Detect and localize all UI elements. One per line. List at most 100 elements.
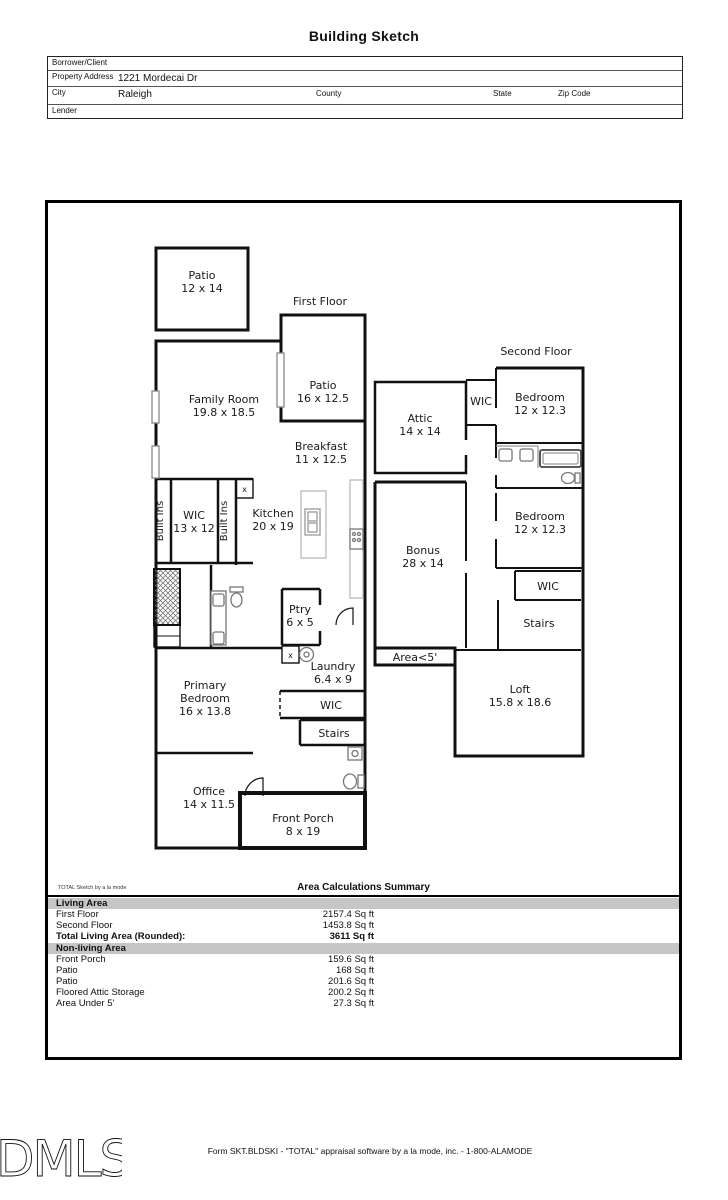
row-value: 159.6 Sq ft bbox=[328, 954, 374, 965]
footer-form-text: Form SKT.BLDSKI - "TOTAL" appraisal soft… bbox=[207, 1146, 533, 1156]
room-dims-patio1: 12 x 14 bbox=[181, 282, 223, 295]
second-floor-outline bbox=[453, 366, 585, 758]
powder-room-fixtures bbox=[342, 746, 365, 790]
property-address-value: 1221 Mordecai Dr bbox=[118, 73, 198, 84]
table-row: Floored Attic Storage 200.2 Sq ft bbox=[48, 987, 679, 998]
room-label-wic-second-top: WIC bbox=[470, 395, 492, 408]
room-label-stairs-hall: Stairs bbox=[318, 727, 350, 740]
patio2-outline bbox=[279, 313, 367, 423]
stove-icon bbox=[349, 528, 364, 550]
attic-outline bbox=[373, 380, 468, 475]
second-floor-label: Second Floor bbox=[500, 345, 572, 358]
sink-icon bbox=[212, 631, 225, 645]
row-label: Floored Attic Storage bbox=[56, 987, 145, 998]
row-label: Patio bbox=[56, 965, 78, 976]
table-row: Second Floor 1453.8 Sq ft bbox=[48, 920, 679, 931]
table-row: Patio 168 Sq ft bbox=[48, 965, 679, 976]
room-dims-attic: 14 x 14 bbox=[399, 425, 441, 438]
room-dims-office: 14 x 11.5 bbox=[183, 798, 235, 811]
floor-plan-drawing: First Floor Second Floor Patio 12 x 14 P… bbox=[151, 246, 585, 850]
row-label: First Floor bbox=[56, 909, 99, 920]
row-value: 2157.4 Sq ft bbox=[322, 909, 374, 920]
bathroom1-fixtures bbox=[210, 586, 244, 646]
zip-label: Zip Code bbox=[558, 89, 591, 98]
borrower-label: Borrower/Client bbox=[52, 58, 108, 67]
room-dims-family-room: 19.8 x 18.5 bbox=[193, 406, 256, 419]
room-label-kitchen: Kitchen bbox=[252, 507, 293, 520]
area-calculations-summary: TOTAL Sketch by a la mode Area Calculati… bbox=[48, 879, 679, 1009]
first-floor-walls bbox=[154, 246, 367, 850]
toilet-icon bbox=[229, 586, 244, 593]
room-label-built-ins-left: Built Ins bbox=[155, 501, 166, 541]
first-floor-label: First Floor bbox=[293, 295, 347, 308]
door-arc bbox=[244, 777, 264, 797]
room-label-patio2: Patio bbox=[310, 379, 337, 392]
sketch-area: First Floor Second Floor Patio 12 x 14 P… bbox=[45, 200, 682, 1060]
room-dims-bedroom-top: 12 x 12.3 bbox=[514, 404, 566, 417]
lender-label: Lender bbox=[52, 106, 77, 115]
table-row: Front Porch 159.6 Sq ft bbox=[48, 954, 679, 965]
second-floor-fixtures bbox=[496, 445, 582, 485]
sink-icon bbox=[498, 448, 513, 462]
laundry-washer-icon bbox=[298, 646, 315, 663]
county-label: County bbox=[316, 89, 342, 98]
room-label-patio1: Patio bbox=[189, 269, 216, 282]
page-title: Building Sketch bbox=[308, 28, 420, 44]
room-dims-breakfast: 11 x 12.5 bbox=[295, 453, 347, 466]
room-dims-ptry: 6 x 5 bbox=[286, 616, 314, 629]
total-sketch-brand-note: TOTAL Sketch by a la mode bbox=[58, 885, 127, 891]
city-value: Raleigh bbox=[118, 89, 152, 100]
row-value: 200.2 Sq ft bbox=[328, 987, 374, 998]
room-label-family-room: Family Room bbox=[189, 393, 259, 406]
x-marker-kitchen: x bbox=[242, 485, 247, 494]
room-labels: First Floor Second Floor Patio 12 x 14 P… bbox=[155, 269, 572, 838]
second-floor-walls bbox=[373, 366, 585, 758]
room-label-primary1: Primary bbox=[184, 679, 227, 692]
door-arc bbox=[335, 607, 354, 626]
room-label-loft: Loft bbox=[510, 683, 531, 696]
toilet-icon bbox=[560, 471, 581, 485]
row-value: 27.3 Sq ft bbox=[333, 998, 374, 1009]
room-dims-loft: 15.8 x 18.6 bbox=[489, 696, 552, 709]
property-form-table: Borrower/Client Property Address 1221 Mo… bbox=[47, 56, 683, 119]
room-label-stairs-second: Stairs bbox=[523, 617, 555, 630]
room-label-ptry: Ptry bbox=[289, 603, 311, 616]
row-label: Front Porch bbox=[56, 954, 106, 965]
second-floor-interior-walls bbox=[455, 368, 583, 651]
total-living-area-row: Total Living Area (Rounded): 3611 Sq ft bbox=[48, 931, 679, 942]
table-row: Property Address 1221 Mordecai Dr bbox=[48, 71, 682, 87]
room-dims-bonus: 28 x 14 bbox=[402, 557, 444, 570]
row-value: 201.6 Sq ft bbox=[328, 976, 374, 987]
nonliving-area-header: Non-living Area bbox=[48, 943, 679, 954]
row-value: 168 Sq ft bbox=[335, 965, 374, 976]
summary-title-bar: TOTAL Sketch by a la mode Area Calculati… bbox=[48, 879, 679, 895]
table-row: Area Under 5' 27.3 Sq ft bbox=[48, 998, 679, 1009]
room-dims-primary: 16 x 13.8 bbox=[179, 705, 231, 718]
room-label-attic: Attic bbox=[407, 412, 432, 425]
x-marker-laundry: x bbox=[288, 651, 293, 660]
row-label: Area Under 5' bbox=[56, 998, 115, 1009]
bonus-outline bbox=[373, 480, 466, 648]
room-dims-front-porch: 8 x 19 bbox=[286, 825, 321, 838]
row-value: 1453.8 Sq ft bbox=[322, 920, 374, 931]
room-dims-bedroom-bottom: 12 x 12.3 bbox=[514, 523, 566, 536]
patio1-outline bbox=[154, 246, 250, 332]
row-label: Total Living Area (Rounded): bbox=[56, 931, 186, 942]
door-arcs bbox=[244, 607, 354, 797]
room-label-office: Office bbox=[193, 785, 225, 798]
row-value: 3611 Sq ft bbox=[329, 931, 374, 942]
table-row: Borrower/Client bbox=[48, 57, 682, 71]
first-floor-outline bbox=[154, 339, 367, 850]
state-label: State bbox=[493, 89, 512, 98]
room-label-wic-second-bottom: WIC bbox=[537, 580, 559, 593]
summary-title: Area Calculations Summary bbox=[297, 882, 430, 893]
row-label: Patio bbox=[56, 976, 78, 987]
sink-icon bbox=[212, 593, 225, 607]
first-floor-interior-walls bbox=[156, 477, 365, 755]
area-under5-outline bbox=[373, 646, 457, 667]
city-label: City bbox=[52, 88, 66, 97]
summary-separator bbox=[48, 895, 679, 897]
table-row: Lender bbox=[48, 105, 682, 118]
table-row: First Floor 2157.4 Sq ft bbox=[48, 909, 679, 920]
